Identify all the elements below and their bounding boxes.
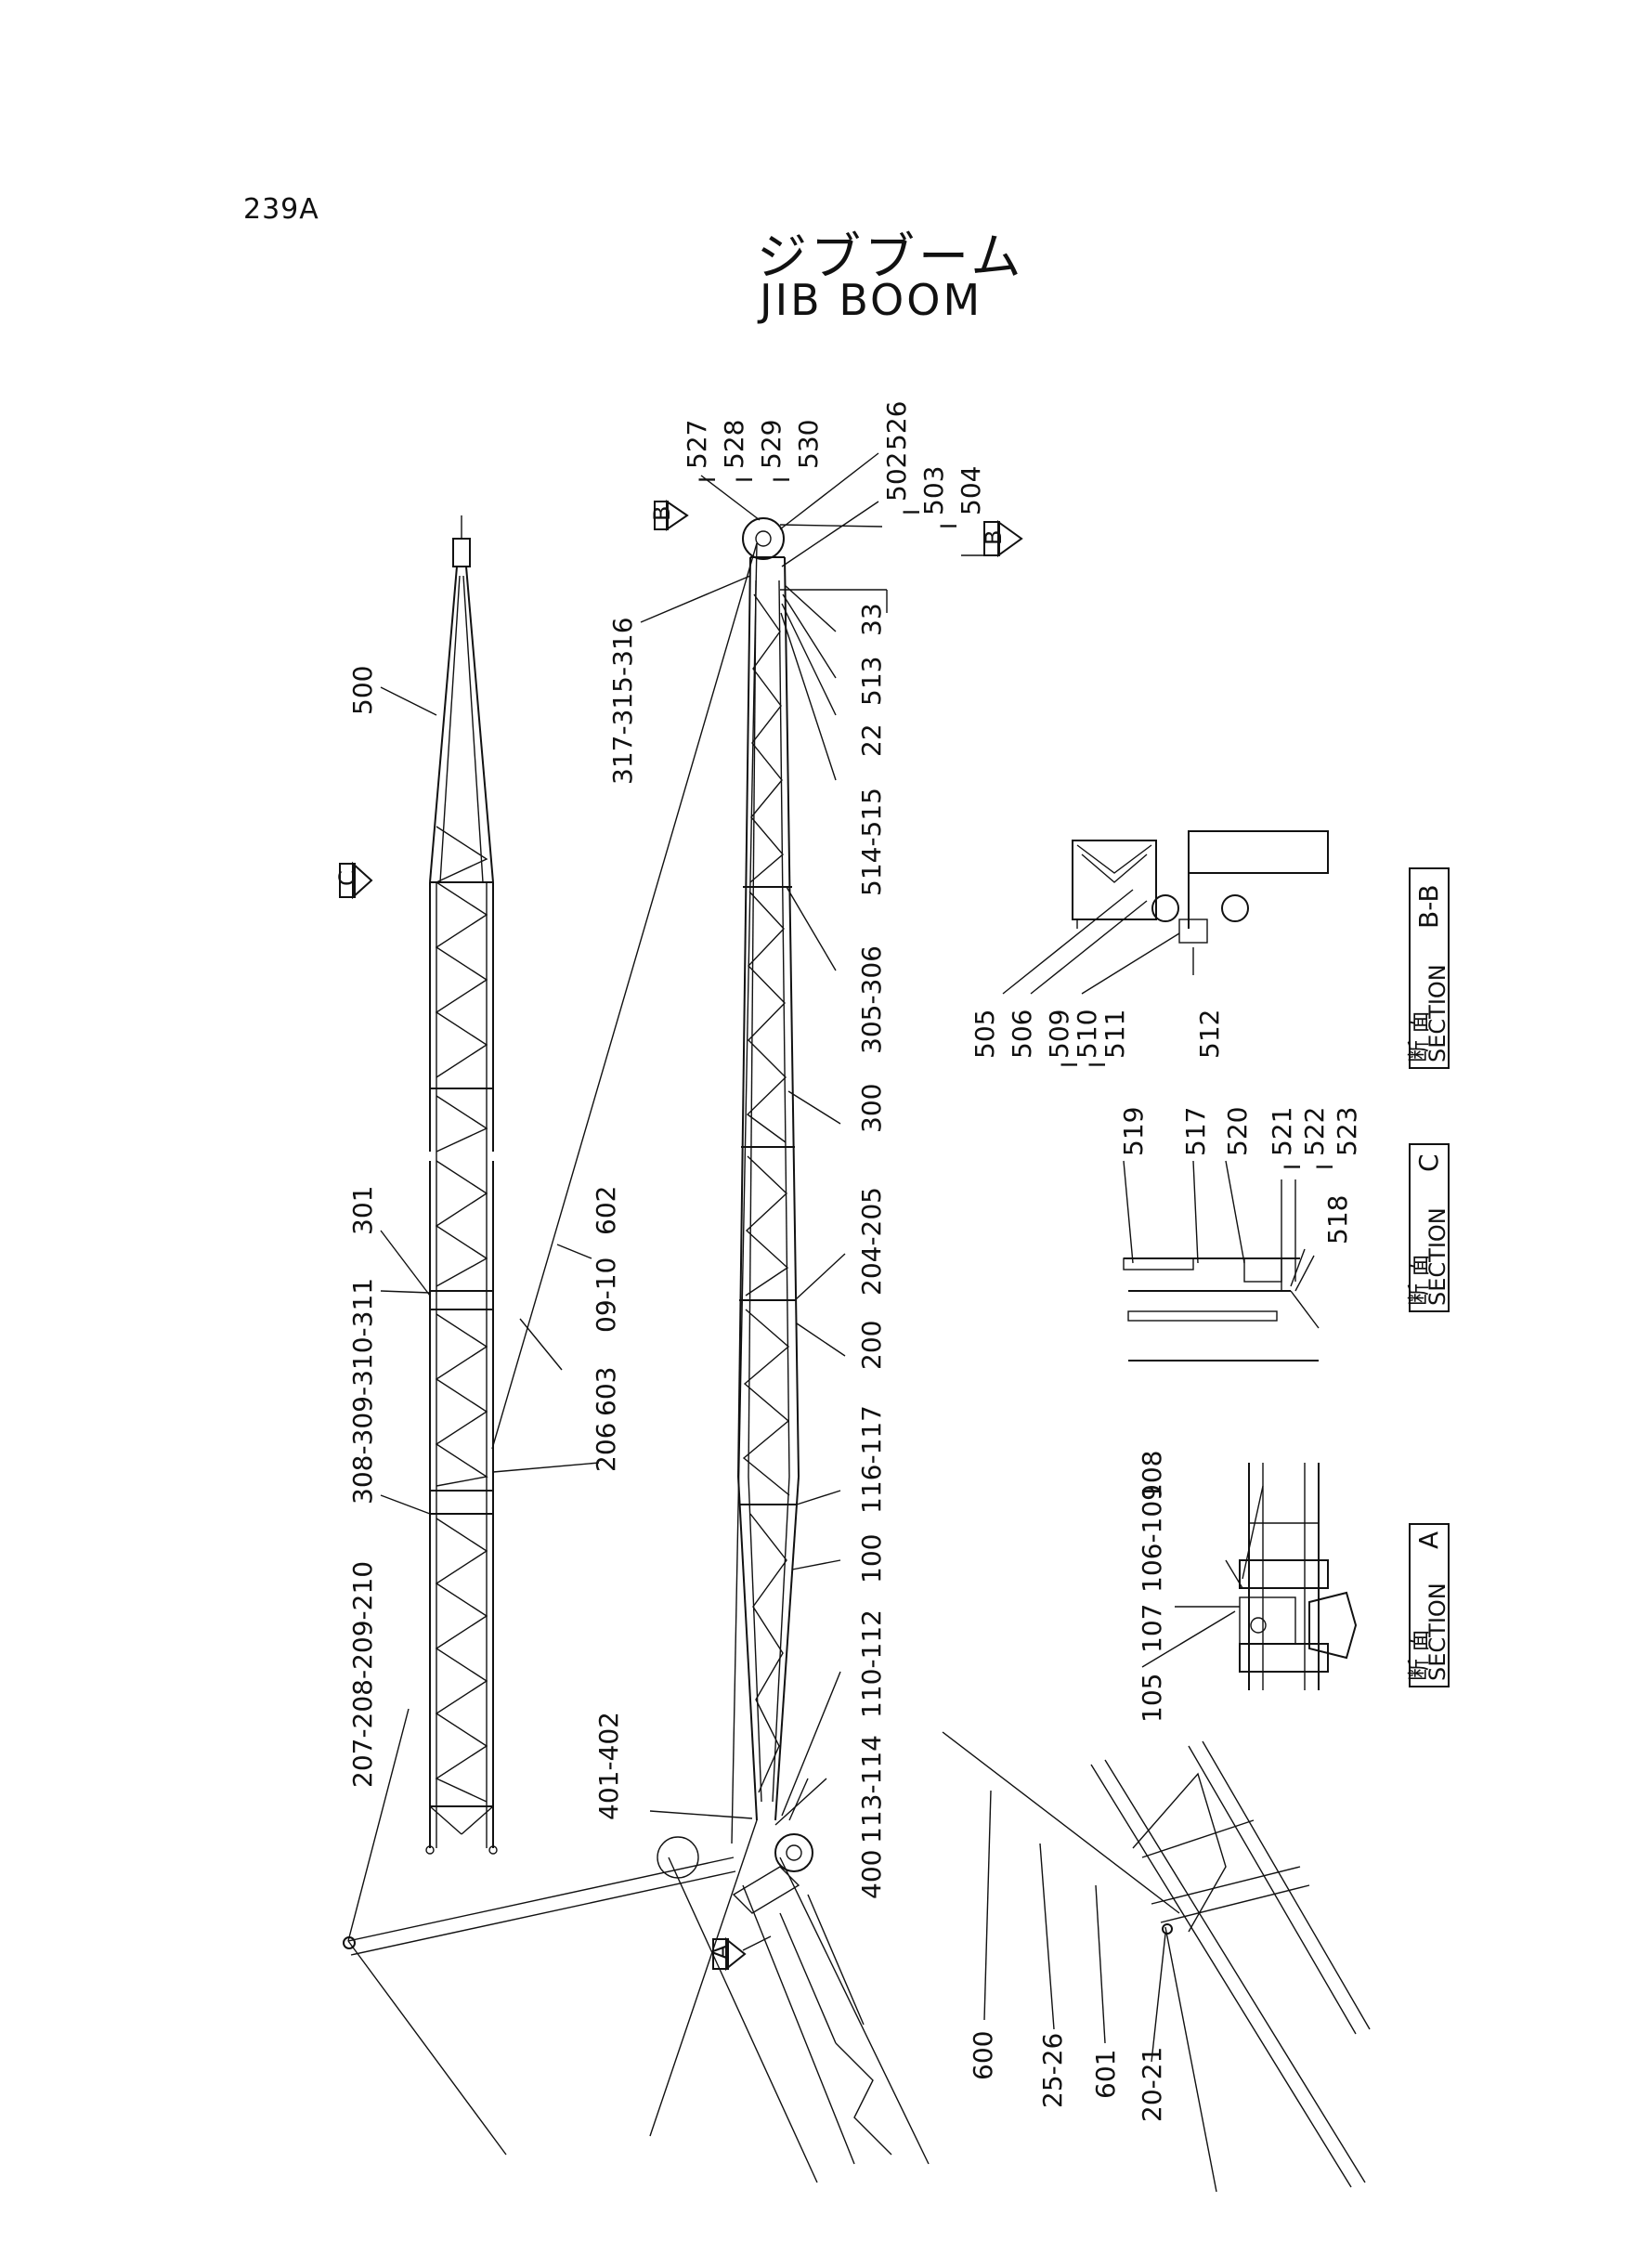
label-108: 108 <box>1137 1451 1167 1500</box>
label-25-26: 25-26 <box>1037 2033 1068 2108</box>
svg-text:A: A <box>708 1944 734 1960</box>
label-400: 400 <box>856 1850 887 1899</box>
label-528: 528 <box>719 420 749 469</box>
view-marker-c: C <box>334 861 373 900</box>
svg-text:断 面: 断 面 <box>1406 1629 1432 1681</box>
label-603: 603 <box>591 1367 621 1416</box>
label-dash-503: I <box>936 523 962 529</box>
svg-text:SECTION: SECTION <box>1424 964 1450 1062</box>
label-09-10: 09-10 <box>591 1257 621 1333</box>
section-bb-detail <box>1072 830 1329 944</box>
label-517: 517 <box>1180 1107 1211 1156</box>
jib-plan-view <box>425 515 498 1855</box>
detail-foot <box>942 1731 1371 2193</box>
label-518: 518 <box>1322 1195 1353 1244</box>
label-504: 504 <box>956 466 986 515</box>
label-521: 521 <box>1267 1107 1297 1156</box>
label-116-117: 116-117 <box>856 1405 887 1514</box>
label-602: 602 <box>591 1186 621 1235</box>
label-523: 523 <box>1332 1107 1362 1156</box>
label-512: 512 <box>1194 1010 1225 1059</box>
section-a-title: 断 面 SECTION A <box>1406 1523 1450 1687</box>
section-bb-title: 断 面 SECTION B-B <box>1406 867 1450 1069</box>
label-dash-527: I <box>695 476 721 483</box>
label-dash-510: I <box>1085 1062 1111 1068</box>
svg-text:C: C <box>334 870 360 886</box>
svg-text:SECTION: SECTION <box>1424 1207 1450 1306</box>
label-530: 530 <box>793 420 824 469</box>
svg-text:SECTION: SECTION <box>1424 1583 1450 1681</box>
section-a-detail <box>1239 1463 1358 1690</box>
label-317-315-316: 317-315-316 <box>607 617 638 785</box>
title-english: JIB BOOM <box>760 275 983 325</box>
label-513: 513 <box>856 657 887 706</box>
label-300: 300 <box>856 1084 887 1133</box>
jib-side-view <box>649 517 930 2183</box>
svg-text:C: C <box>1413 1153 1444 1172</box>
label-308-309-310-311: 308-309-310-311 <box>347 1278 378 1505</box>
label-526: 526 <box>881 401 912 450</box>
page-number: 239A <box>243 193 319 226</box>
label-dash-529: I <box>769 476 795 483</box>
view-marker-b-right: B <box>961 520 1023 557</box>
label-106-109: 106-109 <box>1137 1484 1167 1593</box>
svg-text:B: B <box>649 506 675 521</box>
label-510: 510 <box>1072 1010 1102 1059</box>
label-33: 33 <box>856 603 887 636</box>
label-301: 301 <box>347 1186 378 1235</box>
label-511: 511 <box>1099 1010 1130 1059</box>
section-c-detail <box>1123 1179 1320 1362</box>
label-522: 522 <box>1299 1107 1330 1156</box>
leader-lines <box>380 452 1315 2063</box>
label-305-306: 305-306 <box>856 945 887 1054</box>
label-105: 105 <box>1137 1674 1167 1723</box>
label-509: 509 <box>1044 1010 1074 1059</box>
svg-text:A: A <box>1413 1531 1444 1549</box>
label-600: 600 <box>968 2031 998 2080</box>
label-514-515: 514-515 <box>856 788 887 896</box>
label-dash-502: I <box>899 509 925 515</box>
label-113-114: 113-114 <box>856 1735 887 1844</box>
section-c-title: 断 面 SECTION C <box>1406 1143 1450 1312</box>
label-dash-509: I <box>1057 1062 1083 1068</box>
label-dash-522: I <box>1312 1164 1338 1170</box>
label-401-402: 401-402 <box>593 1712 624 1820</box>
label-500: 500 <box>347 666 378 715</box>
part-labels: 500 207-208-209-210 308-309-310-311 301 … <box>347 401 1362 2122</box>
view-marker-b-left: B <box>649 500 689 531</box>
label-520: 520 <box>1222 1107 1253 1156</box>
label-110-112: 110-112 <box>856 1609 887 1718</box>
svg-text:断 面: 断 面 <box>1406 1254 1432 1306</box>
label-206: 206 <box>591 1423 621 1472</box>
label-503: 503 <box>918 466 949 515</box>
title-japanese: ジブブーム <box>757 228 1025 286</box>
svg-text:B-B: B-B <box>1413 884 1444 929</box>
svg-text:断 面: 断 面 <box>1406 1010 1432 1062</box>
label-200: 200 <box>856 1321 887 1370</box>
label-20-21: 20-21 <box>1137 2047 1167 2122</box>
label-100: 100 <box>856 1534 887 1583</box>
svg-text:B: B <box>981 530 1007 545</box>
label-107: 107 <box>1137 1604 1167 1653</box>
label-207-208-209-210: 207-208-209-210 <box>347 1561 378 1788</box>
label-505: 505 <box>969 1010 1000 1059</box>
label-506: 506 <box>1007 1010 1037 1059</box>
label-dash-521: I <box>1280 1164 1306 1170</box>
label-502: 502 <box>881 452 912 502</box>
pendant-lines <box>343 542 758 2156</box>
view-marker-a: A <box>708 1935 772 1972</box>
label-601: 601 <box>1090 2050 1121 2099</box>
label-dash-528: I <box>732 476 758 483</box>
label-527: 527 <box>682 420 712 469</box>
label-519: 519 <box>1118 1107 1149 1156</box>
label-22: 22 <box>856 723 887 757</box>
label-529: 529 <box>756 420 787 469</box>
label-204-205: 204-205 <box>856 1187 887 1296</box>
